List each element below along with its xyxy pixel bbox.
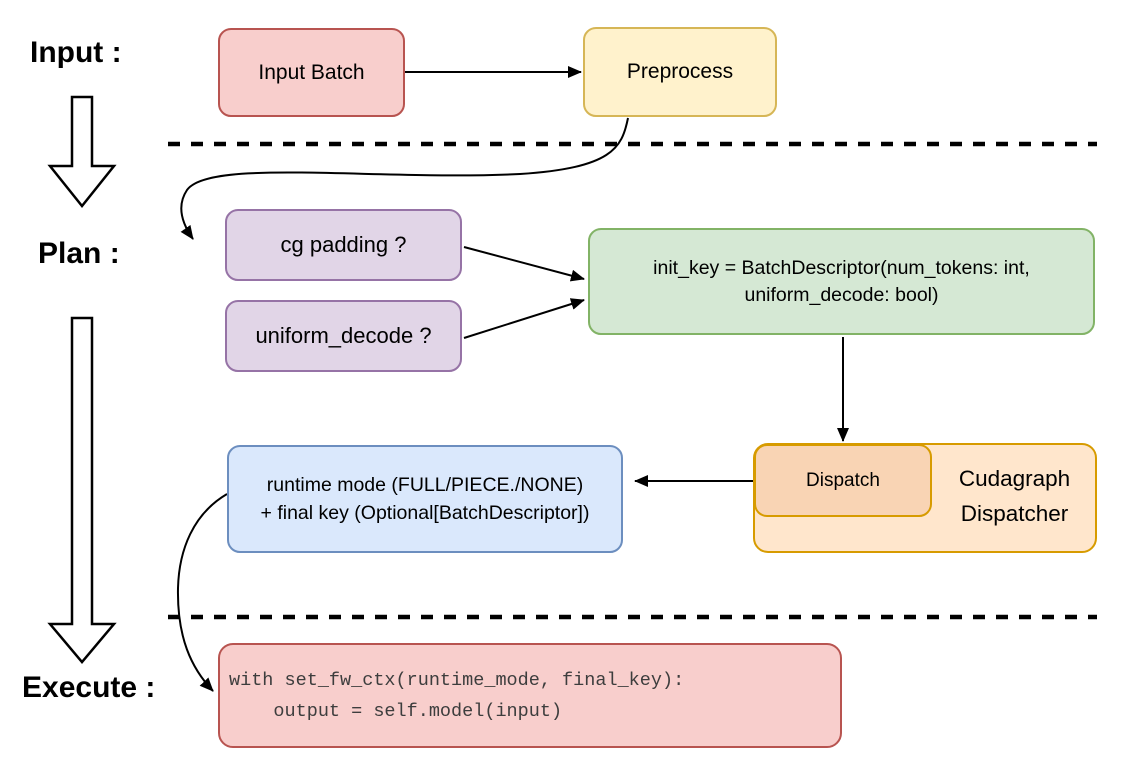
node-init-key: init_key = BatchDescriptor(num_tokens: i… [588, 228, 1095, 335]
stage-label-input: Input : [30, 36, 122, 69]
stage-arrow-input-to-plan-icon [47, 95, 117, 209]
execute-code-line2: output = self.model(input) [229, 700, 563, 722]
node-input-batch-label: Input Batch [258, 60, 365, 84]
stage-arrow-plan-to-execute-icon [47, 316, 117, 664]
node-cudagraph-dispatcher-line1: Cudagraph [958, 466, 1071, 491]
node-dispatch: Dispatch [754, 444, 932, 517]
node-cudagraph-dispatcher-line2: Dispatcher [960, 501, 1069, 526]
node-preprocess: Preprocess [583, 27, 777, 117]
node-uniform-decode: uniform_decode ? [225, 300, 462, 372]
node-execute-code: with set_fw_ctx(runtime_mode, final_key)… [218, 643, 842, 748]
node-cg-padding-label: cg padding ? [280, 232, 407, 257]
stage-label-plan: Plan : [38, 237, 120, 270]
node-runtime-mode: runtime mode (FULL/PIECE./NONE) + final … [227, 445, 623, 553]
execute-code-line1: with set_fw_ctx(runtime_mode, final_key)… [229, 669, 685, 691]
node-preprocess-label: Preprocess [626, 60, 734, 83]
connector-cg-padding-to-init-key [463, 246, 585, 282]
node-cudagraph-dispatcher-label: Cudagraph Dispatcher [932, 461, 1097, 531]
node-input-batch: Input Batch [218, 28, 405, 117]
node-runtime-mode-line1: runtime mode (FULL/PIECE./NONE) [266, 474, 584, 496]
connector-uniform-decode-to-init-key [463, 298, 585, 339]
node-uniform-decode-label: uniform_decode ? [255, 323, 432, 348]
node-init-key-line1: init_key = BatchDescriptor(num_tokens: i… [653, 256, 1030, 279]
node-init-key-line2: uniform_decode: bool) [744, 283, 939, 306]
stage-label-execute: Execute : [22, 671, 156, 704]
node-cg-padding: cg padding ? [225, 209, 462, 281]
node-runtime-mode-line2: + final key (Optional[BatchDescriptor]) [260, 502, 590, 524]
node-dispatch-label: Dispatch [806, 469, 880, 491]
